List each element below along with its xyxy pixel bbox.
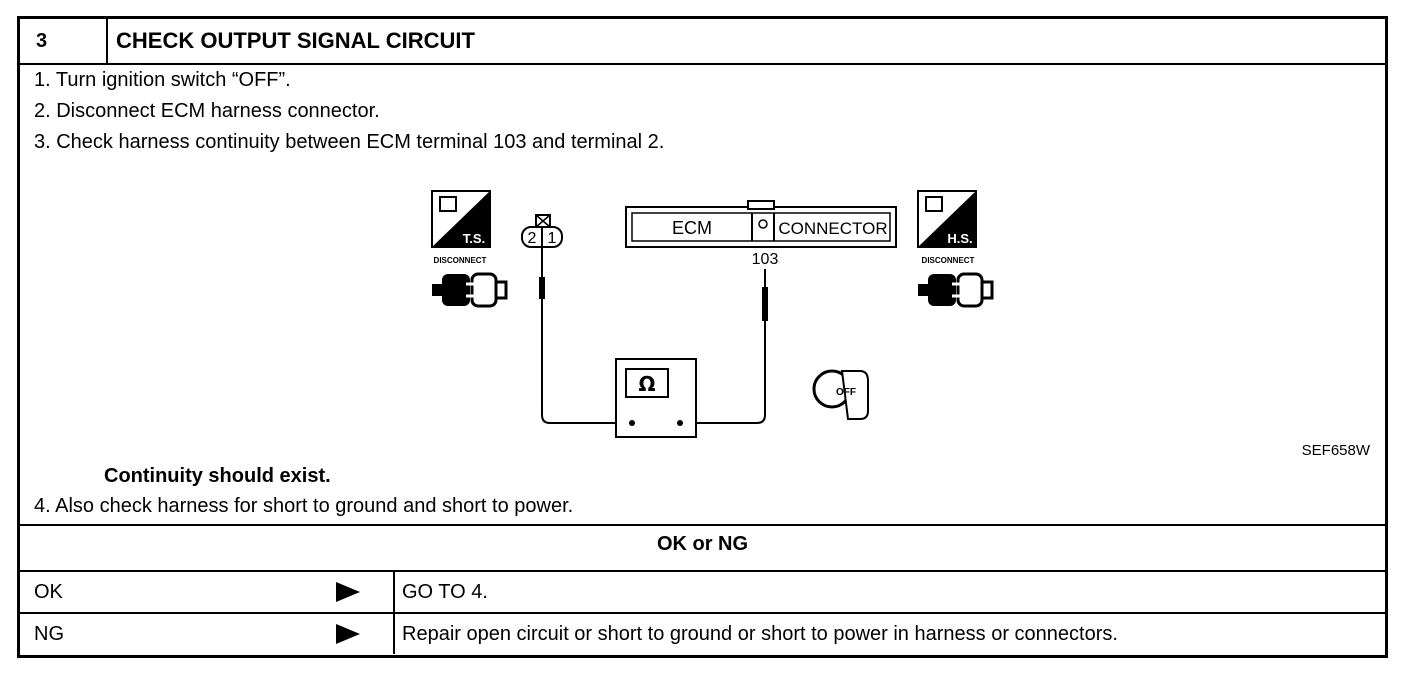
hs-label: H.S. (947, 231, 972, 246)
instruction-4: 4. Also check harness for short to groun… (34, 495, 574, 517)
okng-heading: OK or NG (656, 533, 749, 555)
harness-connector: 2 1 (521, 214, 563, 248)
disconnect-icon-left (432, 272, 508, 308)
column-divider (393, 572, 395, 612)
disconnect-label-right: DISCONNECT (922, 256, 975, 265)
disconnect-label-left: DISCONNECT (434, 256, 487, 265)
ts-label: T.S. (463, 231, 485, 246)
ts-badge: T.S. (431, 190, 491, 248)
tester-icon (439, 196, 457, 212)
continuity-note: Continuity should exist. (104, 465, 331, 487)
instruction-3: 3. Check harness continuity between ECM … (34, 131, 665, 153)
ecm-terminal-label: 103 (752, 251, 779, 268)
column-divider (393, 614, 395, 654)
result-label-ng: NG (34, 623, 64, 645)
ecm-label: ECM (672, 218, 712, 238)
ohmmeter: Ω (615, 358, 697, 438)
result-row-ok: OK GO TO 4. (20, 570, 1385, 612)
step-number: 3 (20, 19, 108, 63)
figure-code: SEF658W (1302, 442, 1371, 459)
terminal-1-label: 1 (548, 230, 557, 247)
result-action-ng: Repair open circuit or short to ground o… (402, 623, 1118, 645)
result-label-ok: OK (34, 581, 63, 603)
wiring-diagram: T.S. DISCONNECT 2 1 (431, 190, 1371, 459)
test-leads (539, 247, 768, 424)
ignition-key-icon: OFF (812, 369, 869, 420)
header-row: 3 CHECK OUTPUT SIGNAL CIRCUIT (20, 19, 1385, 65)
instruction-2: 2. Disconnect ECM harness connector. (34, 100, 380, 122)
harness-icon (925, 196, 943, 212)
result-action-ok: GO TO 4. (402, 581, 488, 603)
instruction-1: 1. Turn ignition switch “OFF”. (34, 69, 291, 91)
step-title: CHECK OUTPUT SIGNAL CIRCUIT (116, 28, 475, 53)
ecm-connector: ECM CONNECTOR 103 (625, 200, 897, 268)
arrow-right-icon (336, 582, 360, 602)
disconnect-icon-right (918, 272, 994, 308)
connector-label: CONNECTOR (778, 219, 887, 238)
hs-badge: H.S. (917, 190, 977, 248)
divider (20, 524, 1385, 526)
key-off-label: OFF (836, 387, 856, 398)
arrow-right-icon (336, 624, 360, 644)
result-row-ng: NG Repair open circuit or short to groun… (20, 612, 1385, 654)
ohm-symbol: Ω (638, 372, 655, 396)
procedure-table: 3 CHECK OUTPUT SIGNAL CIRCUIT 1. Turn ig… (17, 16, 1388, 658)
terminal-2-label: 2 (528, 230, 537, 247)
